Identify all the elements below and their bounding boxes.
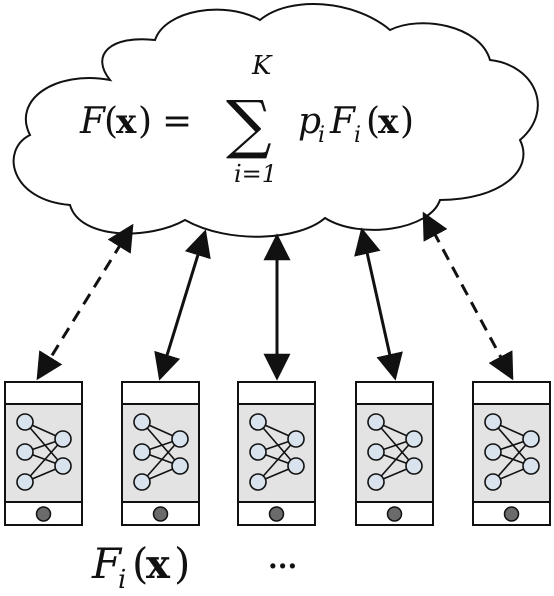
network-edge <box>375 421 415 467</box>
network-node <box>367 473 385 491</box>
formula-equals: = <box>162 101 192 142</box>
network-node <box>249 413 267 431</box>
communication-links <box>36 211 514 381</box>
network-node <box>484 473 502 491</box>
network-edge <box>24 438 64 483</box>
network-node <box>287 430 305 448</box>
cloud-shape <box>12 3 539 238</box>
caption-arg: x <box>146 541 171 588</box>
network-node <box>171 457 189 475</box>
network-node <box>484 443 502 461</box>
device-home-button <box>386 506 403 522</box>
formula-lhs-open-paren: ( <box>104 101 118 142</box>
neural-network-icon <box>133 413 189 491</box>
network-node <box>405 430 423 448</box>
network-node <box>133 473 151 491</box>
device-home-button <box>152 506 169 522</box>
server-cloud: F ( x ) = K ∑ i=1 p i F i ( x ) <box>12 3 539 238</box>
neural-network-icon <box>367 413 423 491</box>
neural-network-icon <box>484 413 540 491</box>
network-node <box>249 473 267 491</box>
formula-local-func: F <box>329 101 357 142</box>
network-edge <box>492 438 532 483</box>
caption: F i ( x ) ... <box>91 539 297 595</box>
network-node <box>249 443 267 461</box>
network-node <box>16 413 34 431</box>
device-home-button <box>35 506 52 522</box>
link-device-2 <box>154 229 211 381</box>
network-edge <box>141 421 181 467</box>
formula-local-close-paren: ) <box>400 101 414 142</box>
network-node <box>133 413 151 431</box>
network-node <box>367 443 385 461</box>
formula-lhs-func: F <box>79 101 107 142</box>
device-4 <box>355 381 434 526</box>
formula-local-arg: x <box>378 102 399 142</box>
network-node <box>522 430 540 448</box>
neural-network-icon <box>16 413 72 491</box>
caption-sub: i <box>118 565 126 595</box>
formula-local-sub: i <box>354 123 361 148</box>
link-device-4 <box>354 227 403 381</box>
formula-weight-sub: i <box>318 123 325 148</box>
link-device-5 <box>422 211 514 381</box>
formula-sum-lower: i=1 <box>234 160 277 188</box>
network-node <box>367 413 385 431</box>
formula-sum-symbol: ∑ <box>226 88 272 162</box>
formula-lhs-arg: x <box>116 102 137 142</box>
caption-ellipsis: ... <box>268 542 297 575</box>
device-home-button <box>503 506 520 522</box>
device-3 <box>237 381 316 526</box>
network-edge <box>257 438 297 483</box>
formula-weight: p <box>298 101 321 142</box>
network-node <box>287 457 305 475</box>
neural-network-icon <box>249 413 305 491</box>
network-node <box>54 457 72 475</box>
network-node <box>54 430 72 448</box>
network-node <box>522 457 540 475</box>
formula-sum-upper: K <box>251 51 273 81</box>
network-edge <box>24 421 64 467</box>
network-node <box>171 430 189 448</box>
formula-lhs-close-paren: ) <box>138 101 152 142</box>
network-node <box>484 413 502 431</box>
network-node <box>16 473 34 491</box>
device-home-button <box>268 506 285 522</box>
network-node <box>405 457 423 475</box>
network-node <box>16 443 34 461</box>
network-edge <box>375 438 415 483</box>
network-node <box>133 443 151 461</box>
link-device-1 <box>36 223 134 381</box>
network-edge <box>492 421 532 467</box>
device-1 <box>4 381 83 526</box>
aggregation-formula: F ( x ) = K ∑ i=1 p i F i ( x ) <box>79 51 414 188</box>
caption-func: F <box>91 539 123 588</box>
device-5 <box>472 381 551 526</box>
caption-open-paren: ( <box>132 539 148 588</box>
caption-close-paren: ) <box>174 539 190 588</box>
device-2 <box>121 381 200 526</box>
client-devices <box>4 381 551 526</box>
formula-local-open-paren: ( <box>366 101 380 142</box>
network-edge <box>141 438 181 483</box>
network-edge <box>257 421 297 467</box>
